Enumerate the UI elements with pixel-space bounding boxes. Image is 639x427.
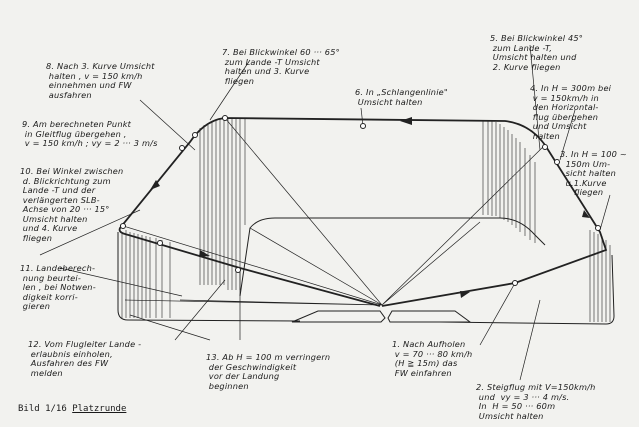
caption-prefix: Bild 1/16 bbox=[18, 404, 67, 414]
sight-lines bbox=[39, 44, 611, 381]
step-1-label: 1. Nach Aufholen v = 70 ··· 80 km/h (H ≧… bbox=[392, 339, 473, 378]
step-4-label: 4. In H = 300m bei v = 150km/h in den Ho… bbox=[530, 83, 612, 141]
step-6-label: 6. In „Schlangenlinie" Umsicht halten bbox=[355, 87, 448, 107]
waypoints bbox=[120, 115, 601, 286]
figure-caption: Bild 1/16 Platzrunde bbox=[18, 404, 126, 414]
step-5-label: 5. Bei Blickwinkel 45° zum Lande -T, Ums… bbox=[490, 33, 584, 72]
runway bbox=[291, 310, 472, 323]
step-10-label: 10. Bei Winkel zwischen d. Blickrichtung… bbox=[20, 166, 124, 243]
step-11-label: 11. Landeberech- nung beurtei- len , bei… bbox=[20, 263, 96, 311]
step-7-label: 7. Bei Blickwinkel 60 ··· 65° zum Lande … bbox=[222, 47, 340, 86]
step-9-label: 9. Am berechneten Punkt in Gleitflug übe… bbox=[22, 119, 158, 148]
inner-pattern bbox=[239, 217, 546, 297]
flight-path bbox=[118, 117, 608, 307]
step-12-label: 12. Vom Flugleiter Lande - erlaubnis ein… bbox=[28, 339, 142, 378]
step-13-label: 13. Ab H = 100 m verringern der Geschwin… bbox=[206, 352, 331, 391]
caption-title: Platzrunde bbox=[72, 404, 127, 414]
hatching bbox=[121, 118, 611, 322]
arrowheads bbox=[150, 117, 590, 298]
step-3-label: 3. In H = 100 ~ 150m Um- sicht halten u.… bbox=[560, 149, 627, 197]
step-2-label: 2. Steigflug mit V=150km/h und vy = 3 ··… bbox=[476, 382, 596, 421]
ground-outline bbox=[117, 232, 615, 325]
step-8-label: 8. Nach 3. Kurve Umsicht halten , v = 15… bbox=[46, 61, 155, 100]
